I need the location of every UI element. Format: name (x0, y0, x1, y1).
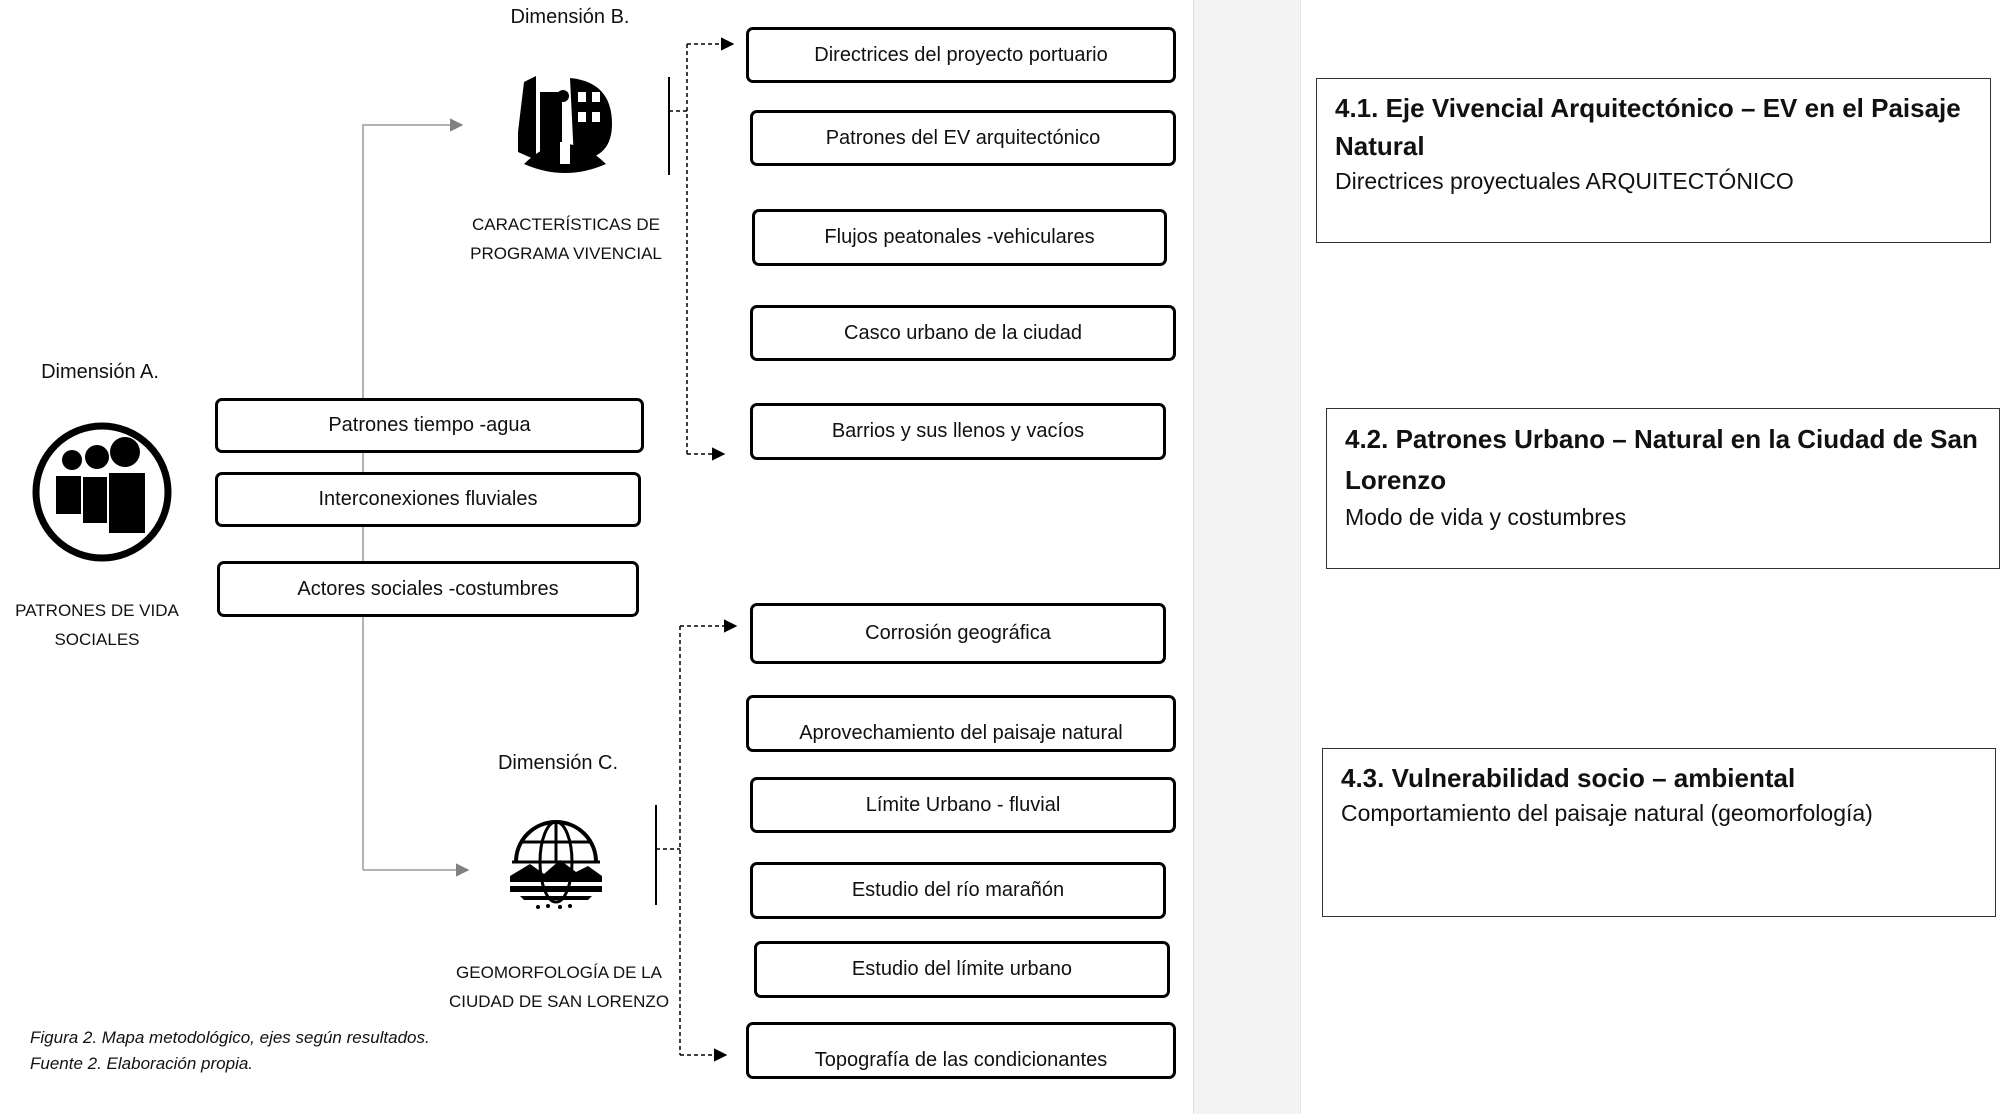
caption-line: PATRONES DE VIDA (15, 601, 179, 620)
section-title: 4.3. Vulnerabilidad socio – ambiental (1341, 763, 1796, 793)
dimension-c-item: Topografía de las condicionantes (746, 1022, 1176, 1079)
people-group-icon (32, 422, 172, 562)
section-title: 4.1. Eje Vivencial Arquitectónico – EV e… (1335, 93, 1961, 161)
dimension-a-item: Patrones tiempo -agua (215, 398, 644, 453)
page-gutter (1193, 0, 1301, 1114)
dimension-a-caption: PATRONES DE VIDA SOCIALES (0, 596, 194, 654)
section-4-2: 4.2. Patrones Urbano – Natural en la Ciu… (1326, 408, 2000, 569)
dimension-c-caption: GEOMORFOLOGÍA DE LA CIUDAD DE SAN LORENZ… (434, 958, 684, 1016)
gutter-divider (1300, 0, 1301, 1114)
dimension-b-item: Flujos peatonales -vehiculares (752, 209, 1167, 266)
dimension-b-item: Directrices del proyecto portuario (746, 27, 1176, 83)
dimension-b-item: Patrones del EV arquitectónico (750, 110, 1176, 166)
section-title: 4.2. Patrones Urbano – Natural en la Ciu… (1345, 424, 1978, 495)
dimension-a-item: Actores sociales -costumbres (217, 561, 639, 617)
dimension-b-item: Barrios y sus llenos y vacíos (750, 403, 1166, 460)
caption-line: SOCIALES (54, 630, 140, 649)
source-caption-line: Fuente 2. Elaboración propia. (30, 1054, 254, 1073)
caption-line: CARACTERÍSTICAS DE (472, 215, 660, 234)
dimension-c-title: Dimensión C. (497, 752, 619, 774)
globe-landscape-icon (510, 820, 602, 909)
dimension-c-item: Corrosión geográfica (750, 603, 1166, 664)
caption-line: GEOMORFOLOGÍA DE LA (456, 963, 662, 982)
dimension-a-title: Dimensión A. (41, 361, 159, 383)
dimension-c-item: Aprovechamiento del paisaje natural (746, 695, 1176, 752)
dimension-c-item: Estudio del límite urbano (754, 941, 1170, 998)
section-description: Directrices proyectuales ARQUITECTÓNICO (1335, 168, 1794, 194)
buildings-icon (518, 76, 612, 173)
gutter-divider (1193, 0, 1194, 1114)
section-description: Modo de vida y costumbres (1345, 504, 1627, 530)
dimension-c-item: Límite Urbano - fluvial (750, 777, 1176, 833)
figure-caption: Figura 2. Mapa metodológico, ejes según … (30, 1025, 590, 1077)
dimension-b-item: Casco urbano de la ciudad (750, 305, 1176, 361)
dimension-a-item: Interconexiones fluviales (215, 472, 641, 527)
dimension-b-caption: CARACTERÍSTICAS DE PROGRAMA VIVENCIAL (456, 210, 676, 268)
dimension-c-item: Estudio del río marañón (750, 862, 1166, 919)
section-description: Comportamiento del paisaje natural (geom… (1341, 800, 1873, 826)
section-4-1: 4.1. Eje Vivencial Arquitectónico – EV e… (1316, 78, 1991, 243)
dimension-b-title: Dimensión B. (510, 6, 630, 28)
caption-line: CIUDAD DE SAN LORENZO (448, 992, 670, 1011)
caption-line: PROGRAMA VIVENCIAL (470, 244, 662, 263)
section-4-3: 4.3. Vulnerabilidad socio – ambiental Co… (1322, 748, 1996, 917)
figure-caption-line: Figura 2. Mapa metodológico, ejes según … (30, 1028, 430, 1047)
